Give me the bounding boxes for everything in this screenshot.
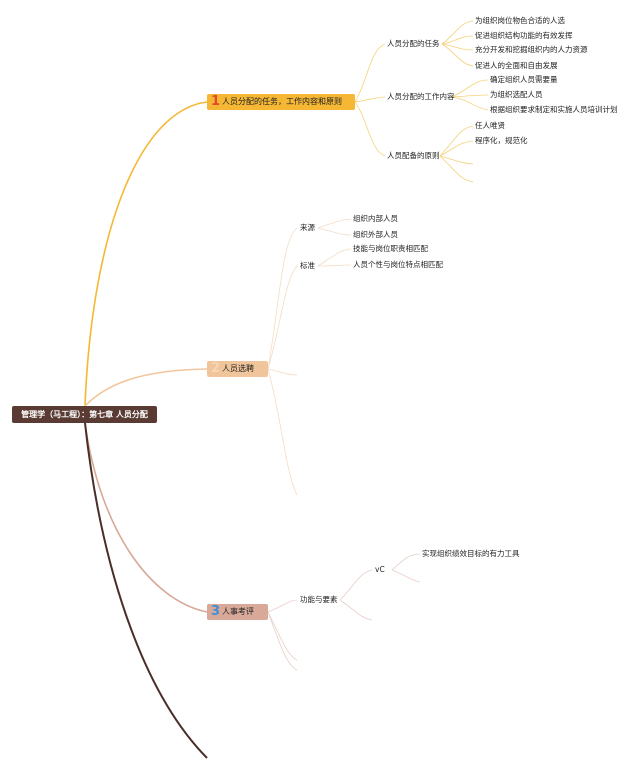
- leaf-topic[interactable]: 为组织选配人员: [490, 90, 543, 99]
- subtopic-tasks[interactable]: 人员分配的任务: [387, 39, 440, 48]
- subtopic-principles[interactable]: 人员配备的原则: [387, 151, 440, 160]
- leaf-topic[interactable]: 组织外部人员: [353, 230, 398, 239]
- subtopic-function-elements[interactable]: 功能与要素: [300, 595, 338, 604]
- leaf-topic[interactable]: 充分开发和挖掘组织内的人力资源: [475, 45, 588, 54]
- leaf-topic[interactable]: 促进人的全面和自由发展: [475, 61, 558, 70]
- subtopic-standard[interactable]: 标准: [300, 261, 315, 270]
- connector-root-branch2: [84, 368, 208, 407]
- leaf-topic[interactable]: 根据组织要求制定和实施人员培训计划: [490, 105, 618, 114]
- branch-number: 1: [211, 94, 221, 109]
- subtopic-vc[interactable]: vC: [375, 565, 385, 574]
- branch-label: 人员选聘: [222, 364, 255, 373]
- root-topic[interactable]: 管理学（马工程）：第七章 人员分配: [12, 406, 157, 423]
- leaf-topic[interactable]: 为组织岗位物色合适的人选: [475, 16, 565, 25]
- leaf-topic[interactable]: 促进组织结构功能的有效发挥: [475, 31, 573, 40]
- leaf-topic[interactable]: 技能与岗位职责相匹配: [353, 244, 428, 253]
- connector-root-branch1: [84, 101, 208, 407]
- leaf-topic[interactable]: 组织内部人员: [353, 214, 398, 223]
- branch-number: 3: [211, 604, 221, 619]
- branch-number: 2: [211, 361, 221, 376]
- connector-root-branch3: [84, 422, 208, 613]
- branch-label: 人员分配的任务，工作内容和原则: [222, 97, 343, 106]
- leaf-topic[interactable]: 任人唯贤: [475, 121, 505, 130]
- leaf-topic[interactable]: 实现组织绩效目标的有力工具: [422, 549, 520, 558]
- branch-label: 人事考评: [222, 607, 255, 616]
- connector-root-extra: [84, 422, 208, 759]
- leaf-topic[interactable]: 程序化，规范化: [475, 136, 528, 145]
- subtopic-work-content[interactable]: 人员分配的工作内容: [387, 92, 455, 101]
- leaf-topic[interactable]: 人员个性与岗位特点相匹配: [353, 260, 443, 269]
- subtopic-source[interactable]: 来源: [300, 223, 315, 232]
- leaf-topic[interactable]: 确定组织人员需要量: [490, 75, 558, 84]
